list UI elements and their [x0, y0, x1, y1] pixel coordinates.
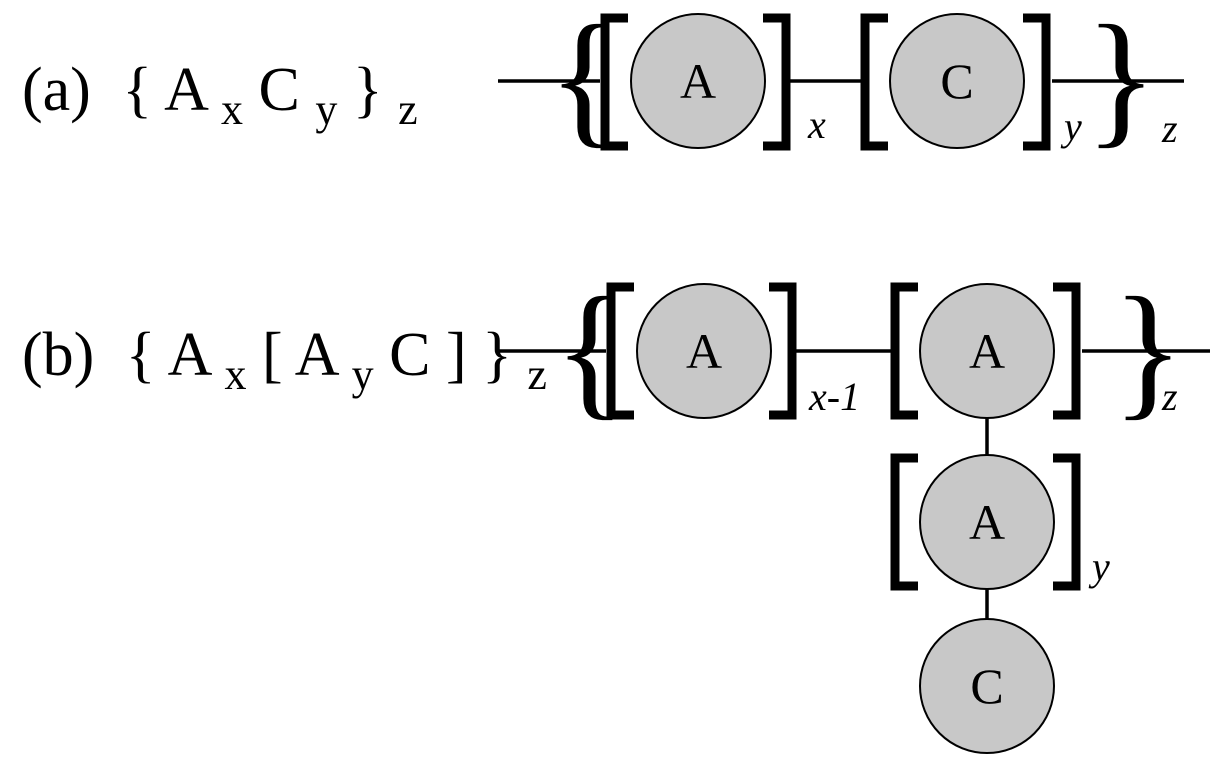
panel-b-monomer-3: C	[389, 321, 430, 389]
panel-a-bracket-c-left	[860, 13, 888, 151]
panel-a-node-c	[889, 13, 1025, 149]
panel-b-right-brace: }	[1112, 267, 1184, 433]
panel-b-bracket-side-right	[1053, 453, 1081, 591]
panel-a-open-brace: {	[122, 56, 152, 124]
panel-b-bracket-branch-right	[1053, 282, 1081, 420]
panel-a-subscript-1: x	[221, 85, 243, 134]
panel-b-close-bracket: ]	[446, 321, 467, 389]
panel-b-subscript-3: z	[527, 350, 547, 399]
panel-a-bracket-a-right	[763, 13, 791, 151]
panel-b-monomer-1: A	[168, 321, 213, 389]
panel-b-subscript-1: x	[225, 350, 247, 399]
panel-b-open-bracket: [	[262, 321, 283, 389]
panel-b-monomer-2: A	[295, 321, 340, 389]
panel-b-bracket-branch-left	[890, 282, 918, 420]
panel-a-monomer-1: A	[164, 56, 209, 124]
panel-a-label: (a)	[22, 56, 91, 124]
panel-a-index-x: x	[807, 102, 826, 147]
panel-b-index-y: y	[1088, 544, 1110, 589]
panel-b-label: (b)	[22, 321, 94, 389]
panel-b-node-c-label: C	[970, 658, 1003, 714]
panel-a-monomer-2: C	[259, 56, 300, 124]
panel-a-subscript-3: z	[398, 85, 418, 134]
panel-b-subscript-2: y	[352, 350, 374, 399]
panel-b: (b) { A x [ A y C ] } z { } A x-1 A z	[22, 267, 1210, 754]
panel-a-index-z: z	[1161, 106, 1178, 151]
panel-b-open-brace: {	[126, 321, 156, 389]
panel-b-bracket-a-left	[606, 282, 634, 420]
panel-a-bracket-c-right	[1023, 13, 1051, 151]
panel-a-bracket-a-left	[600, 13, 628, 151]
panel-b-close-brace: }	[482, 321, 512, 389]
panel-a-node-c-label: C	[940, 53, 973, 109]
panel-a-subscript-2: y	[315, 85, 337, 134]
panel-a: (a) { A x C y } z { } A x C y z	[22, 0, 1184, 161]
panel-b-node-a-2-label: A	[969, 323, 1005, 379]
panel-a-close-brace: }	[353, 56, 383, 124]
panel-a-index-y: y	[1060, 104, 1082, 149]
panel-b-bracket-side-left	[890, 453, 918, 591]
panel-b-index-z: z	[1161, 374, 1178, 419]
panel-a-node-a-label: A	[680, 53, 716, 109]
panel-b-bracket-a-right	[769, 282, 797, 420]
panel-b-node-c	[919, 618, 1055, 754]
panel-a-node-a	[630, 13, 766, 149]
panel-b-node-a-3-label: A	[969, 494, 1005, 550]
panel-a-formula: (a) { A x C y } z	[22, 56, 418, 138]
panel-b-index-x-minus-1: x-1	[808, 374, 860, 419]
panel-a-right-brace: }	[1085, 0, 1157, 161]
panel-b-node-a-1	[636, 283, 772, 419]
panel-b-formula: (b) { A x [ A y C ] } z	[22, 321, 547, 403]
panel-b-node-a-1-label: A	[686, 323, 722, 379]
